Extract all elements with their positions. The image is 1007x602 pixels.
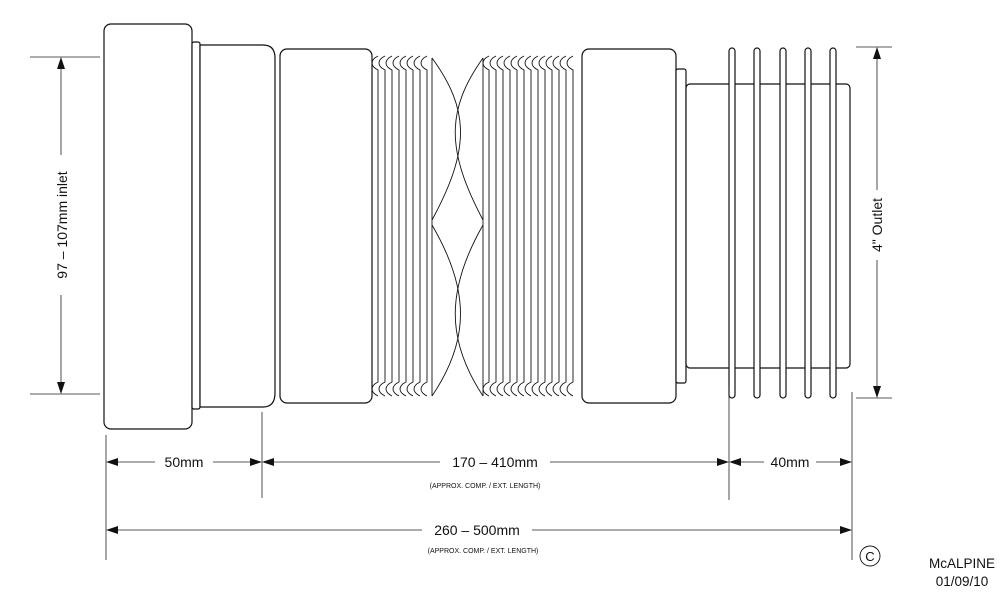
corrugation-rib — [538, 55, 546, 397]
outlet-length-label: 40mm — [771, 454, 810, 470]
dimension-inlet-length: 50mm — [106, 452, 262, 470]
extension-lines — [30, 46, 892, 560]
corrugation-rib — [517, 55, 525, 397]
inlet-dimension: 97 – 107mm inlet — [52, 57, 72, 394]
flex-length-note: (APPROX. COMP. / EXT. LENGTH) — [430, 483, 541, 490]
corrugation-rib — [552, 55, 560, 397]
corrugated-section-left — [371, 55, 428, 397]
flex-collar-left — [279, 48, 373, 404]
total-length-note: (APPROX. COMP. / EXT. LENGTH) — [428, 548, 539, 555]
inlet-cuff — [103, 23, 193, 430]
outlet-fin — [779, 47, 787, 399]
corrugation-rib — [406, 55, 414, 397]
dimension-total-length: 260 – 500mm (APPROX. COMP. / EXT. LENGTH… — [106, 520, 852, 555]
dimension-outlet-length: 40mm — [729, 452, 852, 470]
inlet-length-label: 50mm — [165, 454, 204, 470]
dimension-flex-length: 170 – 410mm (APPROX. COMP. / EXT. LENGTH… — [262, 452, 729, 490]
corrugation-rib — [413, 55, 421, 397]
corrugation-rib — [420, 55, 428, 397]
corrugation-rib — [371, 55, 379, 397]
copyright-circle — [859, 545, 881, 567]
flex-crossover-lines — [431, 57, 484, 397]
outlet-fin — [753, 47, 761, 399]
corrugation-rib — [524, 55, 532, 397]
outlet-dimension: 4" Outlet — [868, 47, 888, 398]
corrugation-rib — [399, 55, 407, 397]
flex-collar-right — [581, 48, 677, 404]
copyright-symbol: C — [865, 549, 874, 564]
corrugation-rib — [482, 55, 490, 397]
corrugated-section-right — [482, 55, 574, 397]
outlet-size-label: 4" Outlet — [869, 198, 885, 252]
corrugation-rib — [378, 55, 386, 397]
inlet-sleeve — [199, 44, 276, 408]
outlet-fin — [804, 47, 812, 399]
corrugation-rib — [545, 55, 553, 397]
drawing-date: 01/09/10 — [936, 574, 989, 589]
outlet-fins — [728, 47, 837, 399]
corrugation-rib — [385, 55, 393, 397]
corrugation-rib — [392, 55, 400, 397]
outlet-fin — [728, 47, 736, 399]
flex-length-label: 170 – 410mm — [452, 454, 538, 470]
connector-body — [103, 23, 851, 430]
inlet-size-label: 97 – 107mm inlet — [54, 171, 70, 279]
outlet-spigot — [685, 83, 851, 369]
outlet-fin — [829, 47, 837, 399]
copyright-block: C McALPINE 01/09/10 — [859, 545, 995, 589]
corrugation-rib — [559, 55, 567, 397]
corrugation-rib — [489, 55, 497, 397]
inlet-cuff-lip — [191, 41, 201, 410]
outlet-step-ring — [675, 68, 687, 384]
brand-name: McALPINE — [929, 556, 995, 571]
corrugation-rib — [566, 55, 574, 397]
total-length-label: 260 – 500mm — [434, 522, 520, 538]
corrugation-rib — [496, 55, 504, 397]
corrugation-rib — [531, 55, 539, 397]
corrugation-rib — [510, 55, 518, 397]
corrugation-rib — [503, 55, 511, 397]
